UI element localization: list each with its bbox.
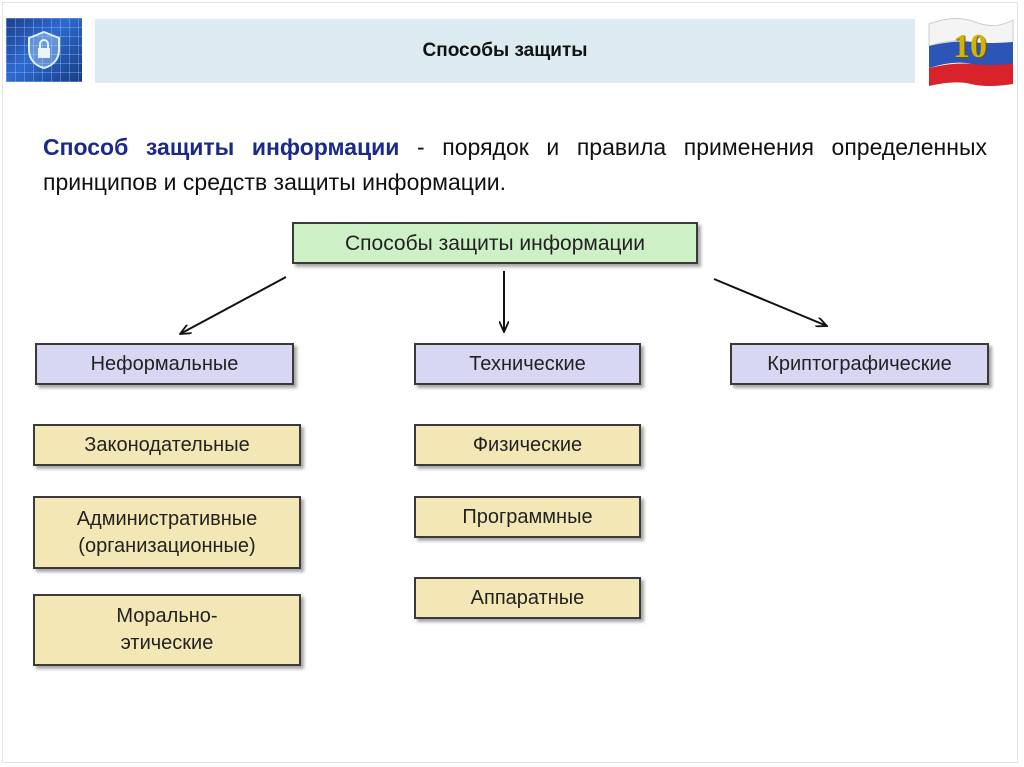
russian-flag-icon bbox=[928, 18, 1014, 86]
slide-number: 10 bbox=[953, 28, 987, 65]
arrow-to-crypto bbox=[713, 278, 827, 326]
item-administrative: Административные (организационные) bbox=[33, 496, 301, 569]
item-software: Программные bbox=[414, 496, 641, 538]
item-hardware: Аппаратные bbox=[414, 577, 641, 619]
definition-text: - порядок и правила применения определен… bbox=[43, 134, 987, 195]
category-technical: Технические bbox=[414, 343, 641, 385]
page-title: Способы защиты bbox=[95, 19, 915, 83]
category-informal: Неформальные bbox=[35, 343, 294, 385]
definition-term: Способ защиты информации bbox=[43, 134, 400, 160]
security-logo-icon bbox=[6, 18, 82, 82]
root-node: Способы защиты информации bbox=[292, 222, 698, 264]
arrow-to-informal bbox=[180, 276, 287, 334]
definition-paragraph: Способ защиты информации - порядок и пра… bbox=[43, 130, 987, 200]
item-legislative: Законодательные bbox=[33, 424, 301, 466]
item-moral-ethical: Морально-этические bbox=[33, 594, 301, 666]
category-cryptographic: Криптографические bbox=[730, 343, 989, 385]
item-physical: Физические bbox=[414, 424, 641, 466]
